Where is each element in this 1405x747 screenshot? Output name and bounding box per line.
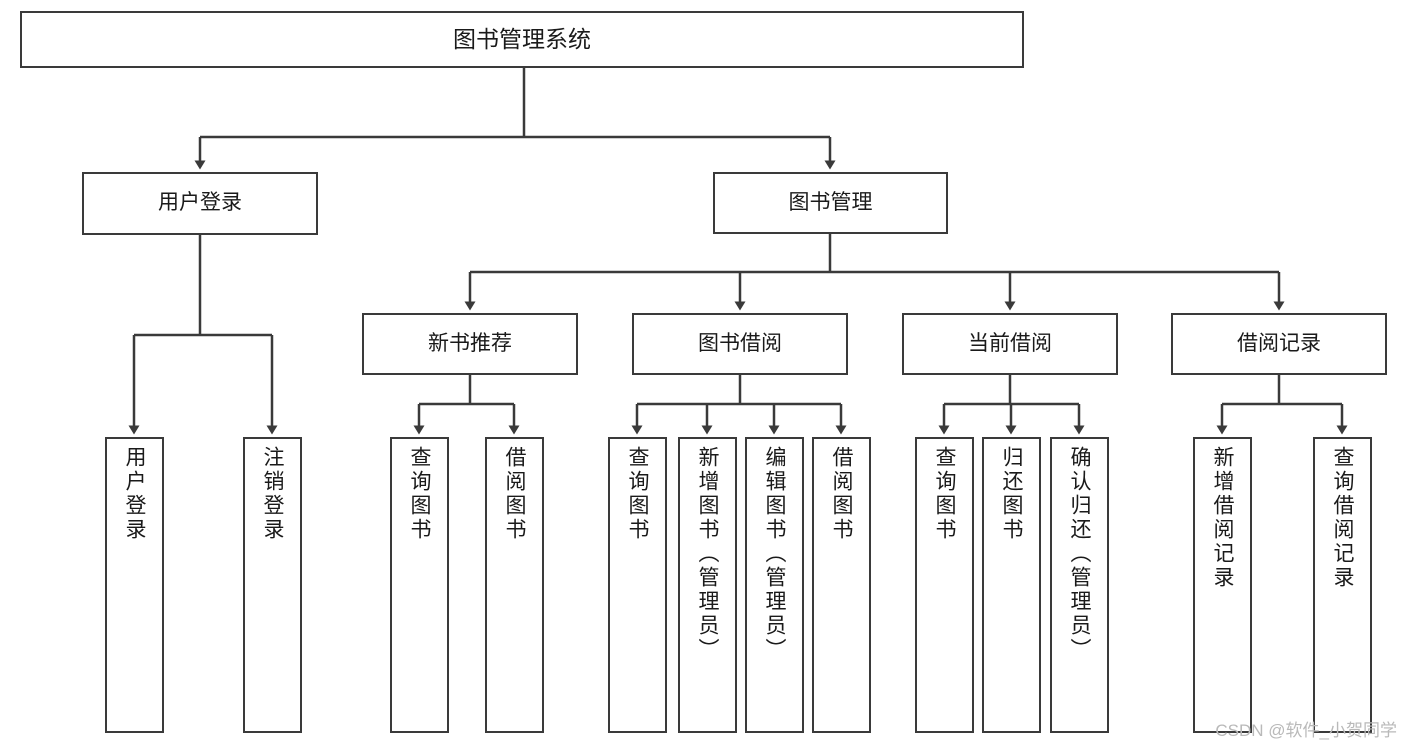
node-label: 图书管理: [788, 190, 873, 214]
watermark-text: CSDN @软件_小贺同学: [1215, 721, 1397, 740]
node-label: 借阅图书: [503, 446, 526, 542]
node-label: 编辑图书（管理员）: [763, 446, 786, 662]
leaf-borrow-record-query-record[interactable]: 查询借阅记录: [1313, 437, 1372, 733]
leaf-new-book-query-book[interactable]: 查询图书: [390, 437, 449, 733]
node-root-book-management-system[interactable]: 图书管理系统: [20, 11, 1024, 68]
leaf-new-book-borrow-book[interactable]: 借阅图书: [485, 437, 544, 733]
node-label: 新书推荐: [428, 331, 512, 355]
leaf-user-login-logout[interactable]: 注销登录: [243, 437, 302, 733]
node-label: 查询图书: [933, 446, 956, 542]
leaf-user-login-login[interactable]: 用户登录: [105, 437, 164, 733]
node-label: 确认归还（管理员）: [1068, 446, 1091, 662]
node-current-borrow[interactable]: 当前借阅: [902, 313, 1118, 375]
leaf-current-borrow-return-book[interactable]: 归还图书: [982, 437, 1041, 733]
node-label: 当前借阅: [968, 331, 1052, 355]
node-label: 归还图书: [1000, 446, 1023, 542]
node-label: 图书借阅: [698, 331, 782, 355]
node-label: 查询图书: [408, 446, 431, 542]
node-user-login[interactable]: 用户登录: [82, 172, 318, 235]
node-label: 图书管理系统: [453, 26, 591, 53]
node-label: 借阅图书: [830, 446, 853, 542]
node-book-management[interactable]: 图书管理: [713, 172, 948, 234]
leaf-book-borrow-query-book[interactable]: 查询图书: [608, 437, 667, 733]
node-label: 借阅记录: [1237, 331, 1321, 355]
node-label: 查询借阅记录: [1331, 446, 1354, 590]
leaf-book-borrow-edit-book-admin[interactable]: 编辑图书（管理员）: [745, 437, 804, 733]
node-label: 注销登录: [261, 446, 284, 542]
leaf-current-borrow-query-book[interactable]: 查询图书: [915, 437, 974, 733]
node-label: 新增借阅记录: [1211, 446, 1234, 590]
leaf-book-borrow-add-book-admin[interactable]: 新增图书（管理员）: [678, 437, 737, 733]
node-book-borrow[interactable]: 图书借阅: [632, 313, 848, 375]
node-label: 新增图书（管理员）: [696, 446, 719, 662]
node-label: 查询图书: [626, 446, 649, 542]
node-borrow-record[interactable]: 借阅记录: [1171, 313, 1387, 375]
node-label: 用户登录: [158, 191, 242, 215]
leaf-borrow-record-add-record[interactable]: 新增借阅记录: [1193, 437, 1252, 733]
leaf-book-borrow-borrow-book[interactable]: 借阅图书: [812, 437, 871, 733]
leaf-current-borrow-confirm-return-admin[interactable]: 确认归还（管理员）: [1050, 437, 1109, 733]
node-new-book-recommend[interactable]: 新书推荐: [362, 313, 578, 375]
node-label: 用户登录: [123, 446, 146, 542]
